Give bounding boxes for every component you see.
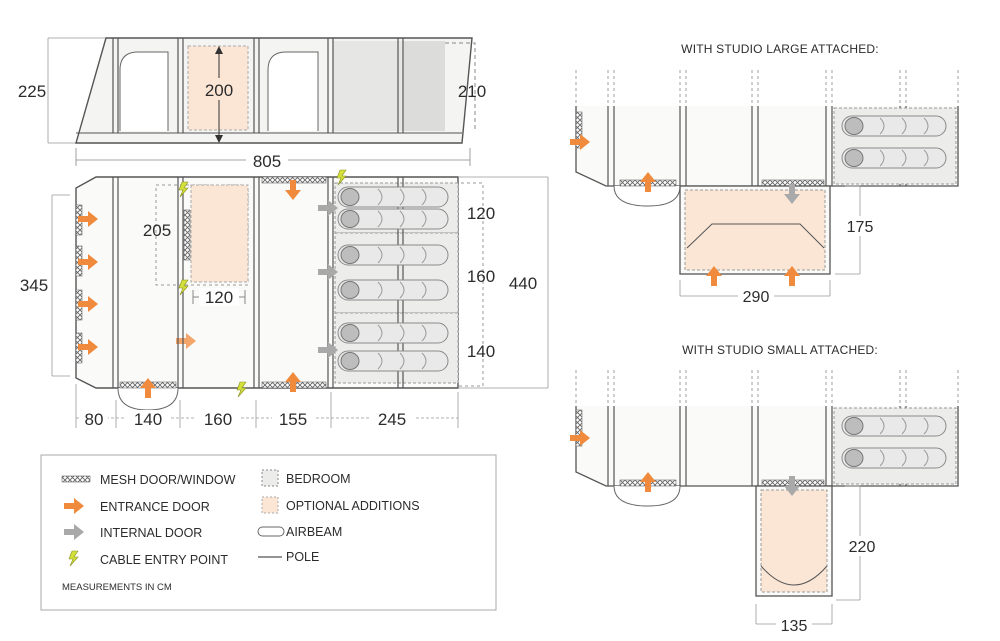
legend-label-airbeam: AIRBEAM	[286, 525, 342, 539]
optional-addition-panel	[190, 184, 249, 283]
bedroom-1-width-label: 120	[467, 204, 495, 223]
bedroom-swatch-icon	[261, 469, 279, 487]
side-height-optional-label: 200	[205, 81, 233, 100]
mesh-icon	[61, 475, 91, 483]
studio-small-width-label: 135	[781, 618, 808, 635]
segment-5-label: 245	[378, 410, 406, 429]
legend-label-pole: POLE	[286, 550, 319, 564]
optional-swatch-icon	[261, 496, 279, 514]
segment-1-label: 80	[85, 410, 104, 429]
airbeam-icon	[257, 526, 285, 537]
plan-total-width-label: 440	[509, 274, 537, 293]
studio-large-heading: WITH STUDIO LARGE ATTACHED:	[681, 42, 879, 56]
legend-label-cable: CABLE ENTRY POINT	[100, 553, 228, 567]
plan-width-left-label: 345	[20, 276, 48, 295]
legend-label-bedroom: BEDROOM	[286, 472, 351, 486]
studio-small-depth-label: 220	[849, 539, 876, 556]
legend-label-mesh: MESH DOOR/WINDOW	[100, 473, 236, 487]
side-height-right-label: 210	[458, 82, 486, 101]
optional-depth-label: 120	[205, 288, 233, 307]
legend-label-entrance: ENTRANCE DOOR	[100, 500, 210, 514]
segment-3-label: 160	[204, 410, 232, 429]
studio-small-diagram: WITH STUDIO SMALL ATTACHED:	[570, 343, 959, 635]
segment-2-label: 140	[134, 410, 162, 429]
side-height-left-label: 225	[18, 82, 46, 101]
side-view: 225 200 210 805	[18, 37, 486, 171]
studio-large-width-label: 290	[743, 289, 770, 306]
studio-small-area	[760, 489, 828, 593]
studio-large-diagram: WITH STUDIO LARGE ATTACHED:	[570, 42, 959, 306]
legend-label-optional: OPTIONAL ADDITIONS	[286, 499, 420, 513]
side-total-length-label: 805	[253, 152, 281, 171]
main-floor-plan: 345 205 120	[20, 169, 549, 429]
studio-large-depth-label: 175	[847, 219, 874, 236]
legend: MESH DOOR/WINDOW ENTRANCE DOOR INTERNAL …	[40, 454, 497, 611]
studio-small-heading: WITH STUDIO SMALL ATTACHED:	[682, 343, 878, 357]
legend-label-internal: INTERNAL DOOR	[100, 526, 202, 540]
segment-4-label: 155	[279, 410, 307, 429]
optional-width-label: 205	[143, 221, 171, 240]
bedroom-3-width-label: 140	[467, 342, 495, 361]
studio-large-area	[684, 189, 826, 271]
bedroom-2-width-label: 160	[467, 267, 495, 286]
legend-note: MEASUREMENTS IN CM	[62, 582, 172, 593]
